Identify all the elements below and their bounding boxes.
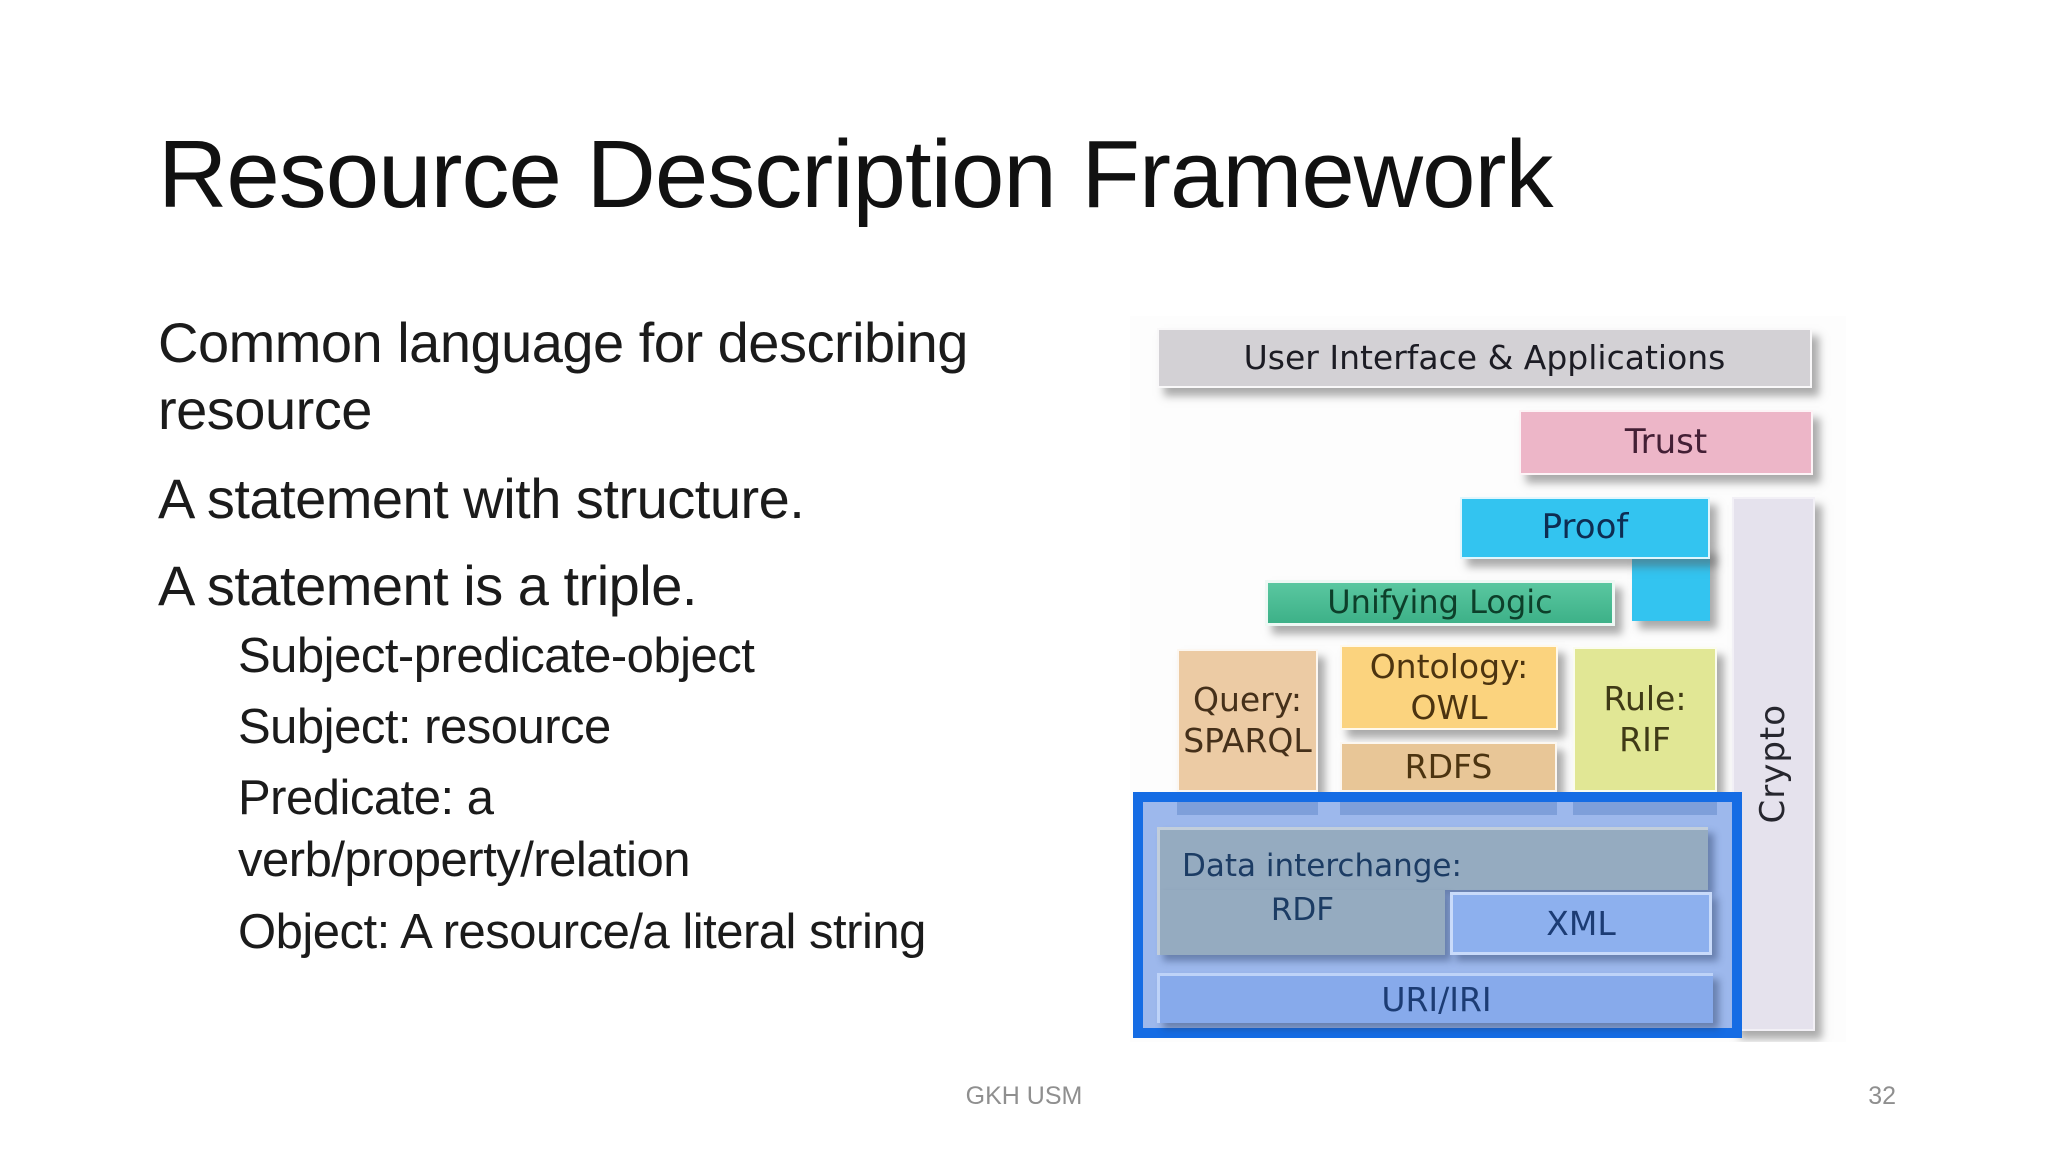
footer-author: GKH USM xyxy=(965,1082,1083,1110)
layer-trust: Trust xyxy=(1519,410,1813,475)
layer-label: User Interface & Applications xyxy=(1243,337,1726,377)
bullet-line: resource xyxy=(158,378,372,441)
footer-page-number: 32 xyxy=(1868,1082,1896,1110)
layer-label: Rule:RIF xyxy=(1603,679,1687,759)
layer-proof: Proof xyxy=(1460,497,1710,559)
rdf-highlight-frame: Data interchange: RDF XML URI/IRI xyxy=(1133,792,1742,1038)
layer-rule-rif: Rule:RIF xyxy=(1573,647,1717,792)
layer-label: Unifying Logic xyxy=(1327,583,1553,622)
bullet-line: A statement is a triple. xyxy=(158,554,697,617)
bullet-line: Common language for describing xyxy=(158,311,968,374)
column-tab xyxy=(1177,802,1318,815)
layer-label: XML xyxy=(1546,904,1616,943)
layer-label: Trust xyxy=(1624,421,1708,462)
column-tab xyxy=(1340,802,1557,815)
page-title: Resource Description Framework xyxy=(158,121,1553,228)
sub-bullet-line: Object: A resource/a literal string xyxy=(238,905,926,959)
layer-label: Proof xyxy=(1541,507,1629,548)
layer-rdfs: RDFS xyxy=(1340,742,1557,792)
sub-bullet-line: Predicate: a xyxy=(238,771,494,825)
bullet-line: A statement with structure. xyxy=(158,467,805,530)
layer-unifying-logic: Unifying Logic xyxy=(1265,580,1615,626)
layer-data-interchange-rdf-leg: RDF xyxy=(1157,890,1445,955)
layer-query-sparql: Query:SPARQL xyxy=(1177,649,1318,792)
sub-bullet-line: verb/property/relation xyxy=(238,833,691,887)
semantic-web-stack-diagram: User Interface & Applications Trust Proo… xyxy=(1130,316,1846,1042)
layer-label: Query:SPARQL xyxy=(1183,680,1312,760)
layer-label: Data interchange: xyxy=(1182,848,1462,884)
sub-bullet-line: Subject-predicate-object xyxy=(238,629,755,683)
layer-label: URI/IRI xyxy=(1381,980,1492,1019)
layer-label: Crypto xyxy=(1752,704,1793,824)
layer-label: Ontology:OWL xyxy=(1369,647,1529,727)
layer-crypto: Crypto xyxy=(1732,497,1815,1031)
layer-ontology-owl: Ontology:OWL xyxy=(1340,645,1558,730)
sub-bullet-line: Subject: resource xyxy=(238,700,611,754)
layer-data-interchange-rdf: Data interchange: xyxy=(1157,827,1708,890)
layer-label: RDF xyxy=(1270,892,1335,928)
layer-xml: XML xyxy=(1450,892,1712,955)
column-tab xyxy=(1573,802,1717,815)
layer-user-interface-applications: User Interface & Applications xyxy=(1157,328,1812,388)
layer-label: RDFS xyxy=(1404,746,1493,786)
layer-uri-iri: URI/IRI xyxy=(1157,973,1713,1023)
